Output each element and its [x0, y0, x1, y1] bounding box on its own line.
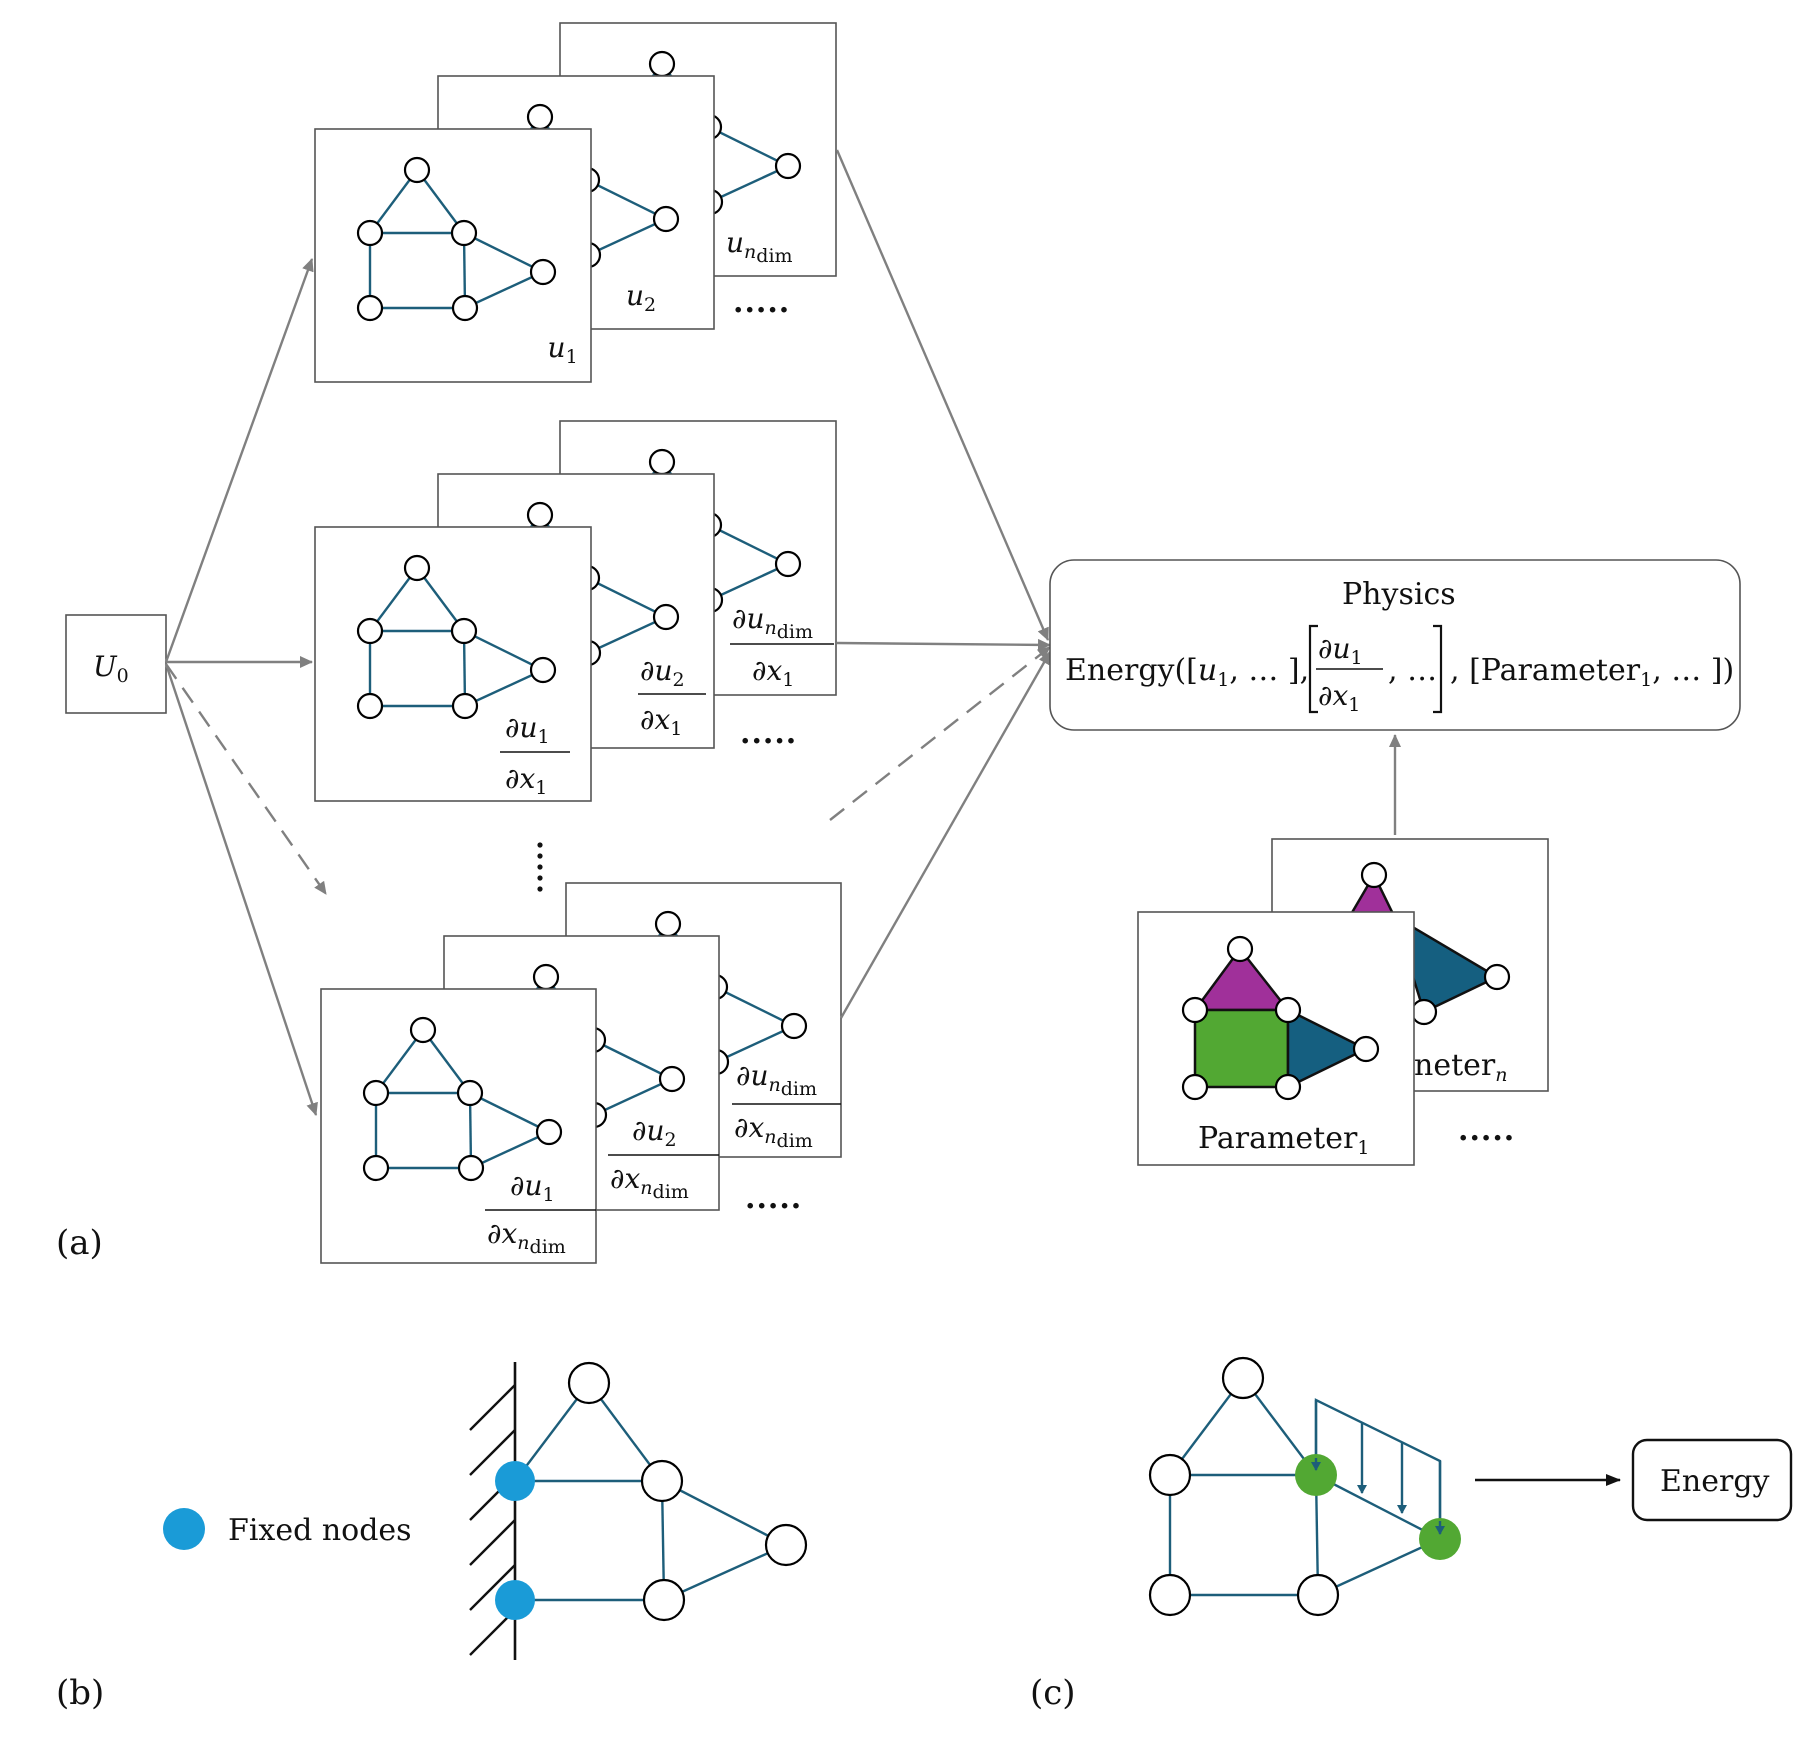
ellipsis-deriv-xndim: ..... [745, 1181, 802, 1216]
input-box [65, 614, 167, 714]
input-arrows [164, 258, 327, 1116]
panel-label-c: (c) [1030, 1673, 1076, 1713]
parameter-stack [1137, 838, 1549, 1166]
ellipsis-parameters: ..... [1458, 1113, 1515, 1148]
parameter-1-label: Parameter1 [1198, 1121, 1369, 1159]
energy-formula: Energy([u1, … ], ∂u1 ∂x1 , … , [Paramete… [1065, 624, 1734, 716]
panel-label-a: (a) [56, 1223, 103, 1263]
input-label: U0 [93, 650, 129, 687]
panel-c-graph [1148, 1356, 1461, 1617]
stack-deriv-x1 [314, 420, 837, 802]
svg-text:, …: , … [1388, 653, 1437, 688]
energy-output-box [1631, 1438, 1793, 1522]
ellipsis-deriv-x1: ..... [740, 716, 797, 751]
svg-text:, [Parameter1, … ]): , [Parameter1, … ]) [1450, 653, 1734, 691]
energy-output-label: Energy [1660, 1464, 1770, 1499]
stack-deriv-xndim [320, 882, 842, 1264]
label-u2: u2 [626, 279, 656, 316]
panel-label-b: (b) [56, 1673, 104, 1713]
legend-fixed-marker [163, 1508, 205, 1550]
stack-u [314, 22, 837, 383]
legend-fixed-label: Fixed nodes [228, 1513, 412, 1548]
physics-box [1049, 559, 1741, 731]
panel-b-graph [469, 1361, 808, 1660]
parameter-n-label: netern [1414, 1048, 1507, 1086]
ellipsis-u: ..... [733, 285, 790, 320]
svg-text:Energy([u1, … ],: Energy([u1, … ], [1065, 653, 1309, 691]
physics-arrows [829, 149, 1401, 1019]
vertical-ellipsis [537, 842, 543, 892]
svg-text:∂u1: ∂u1 [510, 1169, 555, 1206]
physics-title: Physics [1342, 577, 1456, 612]
